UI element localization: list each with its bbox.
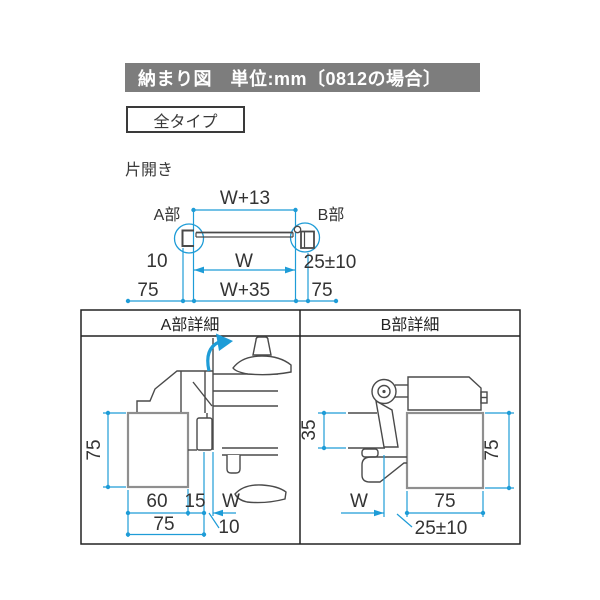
detail-a-callout-circle bbox=[173, 223, 205, 254]
swing-arrow-icon bbox=[206, 333, 233, 372]
detail-b-dimension-ticks bbox=[321, 410, 512, 517]
latch-catch-box bbox=[196, 417, 213, 451]
latch-bracket-icon bbox=[181, 229, 194, 247]
overview-dimension-ticks bbox=[125, 207, 339, 304]
post-section-b bbox=[405, 411, 485, 490]
detail-table: A部詳細 B部詳細 bbox=[80, 309, 521, 545]
latch-handle-bottom bbox=[234, 484, 287, 504]
title-bar: 納まり図 単位:mm〔0812の場合〕 bbox=[125, 63, 480, 92]
post-section-a bbox=[126, 411, 190, 489]
leader-line-10 bbox=[208, 512, 220, 529]
type-box-label: 全タイプ bbox=[153, 113, 218, 131]
hinge-arm bbox=[375, 399, 399, 448]
detail-b-dim-35: 35 bbox=[299, 419, 320, 440]
dim-w-plus-13: W+13 bbox=[220, 188, 270, 209]
hinge-roller-icon bbox=[293, 225, 302, 234]
w-arrow-icon bbox=[213, 509, 223, 517]
detail-a-dim-75-vertical: 75 bbox=[84, 439, 105, 460]
latch-lever-line bbox=[192, 381, 213, 407]
detail-a-dimension-lines bbox=[103, 412, 236, 537]
detail-b-dim-25: 25±10 bbox=[415, 518, 468, 539]
w-arrow-icon bbox=[374, 509, 384, 517]
latch-handle-top bbox=[232, 355, 292, 376]
title-text: 納まり図 単位:mm〔0812の場合〕 bbox=[138, 68, 442, 89]
detail-a-dim-60: 60 bbox=[146, 491, 167, 512]
hinge-roller-inner bbox=[377, 384, 391, 399]
hook-tab bbox=[361, 448, 379, 458]
type-box: 全タイプ bbox=[126, 106, 245, 133]
gate-bar-drawing bbox=[181, 225, 315, 249]
opening-type-label: 片開き bbox=[125, 162, 174, 179]
w-arrow-left-icon bbox=[194, 266, 204, 274]
detail-b-panel: 35 75 W 75 25±10 bbox=[299, 376, 514, 539]
overview-diagram: A部 B部 W+13 10 W 25±10 75 W+35 75 bbox=[125, 188, 357, 304]
leader-line-25 bbox=[396, 513, 413, 528]
detail-b-dim-75-bottom: 75 bbox=[434, 491, 455, 512]
detail-b-header: B部詳細 bbox=[381, 316, 440, 334]
detail-a-dim-10: 10 bbox=[218, 517, 239, 538]
detail-a-dimension-ticks bbox=[105, 410, 223, 537]
detail-b-dim-75-right: 75 bbox=[482, 439, 503, 460]
w-arrow-right-icon bbox=[285, 266, 295, 274]
detail-b-dim-w: W bbox=[350, 491, 368, 512]
detail-a-header: A部詳細 bbox=[161, 316, 220, 334]
dim-right-gap-25: 25±10 bbox=[304, 252, 357, 273]
dim-width-w: W bbox=[235, 251, 253, 272]
part-a-label: A部 bbox=[154, 206, 181, 224]
latch-knob-icon bbox=[252, 336, 272, 356]
dim-left-post-75: 75 bbox=[137, 280, 158, 301]
hook-bracket bbox=[361, 456, 407, 483]
detail-a-dim-w: W bbox=[222, 491, 240, 512]
striker-bracket-profile bbox=[136, 370, 213, 412]
detail-a-dim-15: 15 bbox=[184, 491, 205, 512]
detail-a-dim-75-bottom: 75 bbox=[153, 514, 174, 535]
dim-right-post-75: 75 bbox=[311, 280, 332, 301]
part-b-label: B部 bbox=[318, 206, 345, 224]
hinge-body-icon bbox=[300, 230, 315, 249]
hinge-body bbox=[407, 376, 482, 411]
detail-a-drawing bbox=[126, 336, 292, 504]
dim-total-w35: W+35 bbox=[220, 280, 270, 301]
detail-b-drawing bbox=[348, 376, 488, 490]
detail-a-panel: 75 60 15 W 75 10 bbox=[84, 333, 292, 538]
dim-left-gap-10: 10 bbox=[146, 251, 167, 272]
